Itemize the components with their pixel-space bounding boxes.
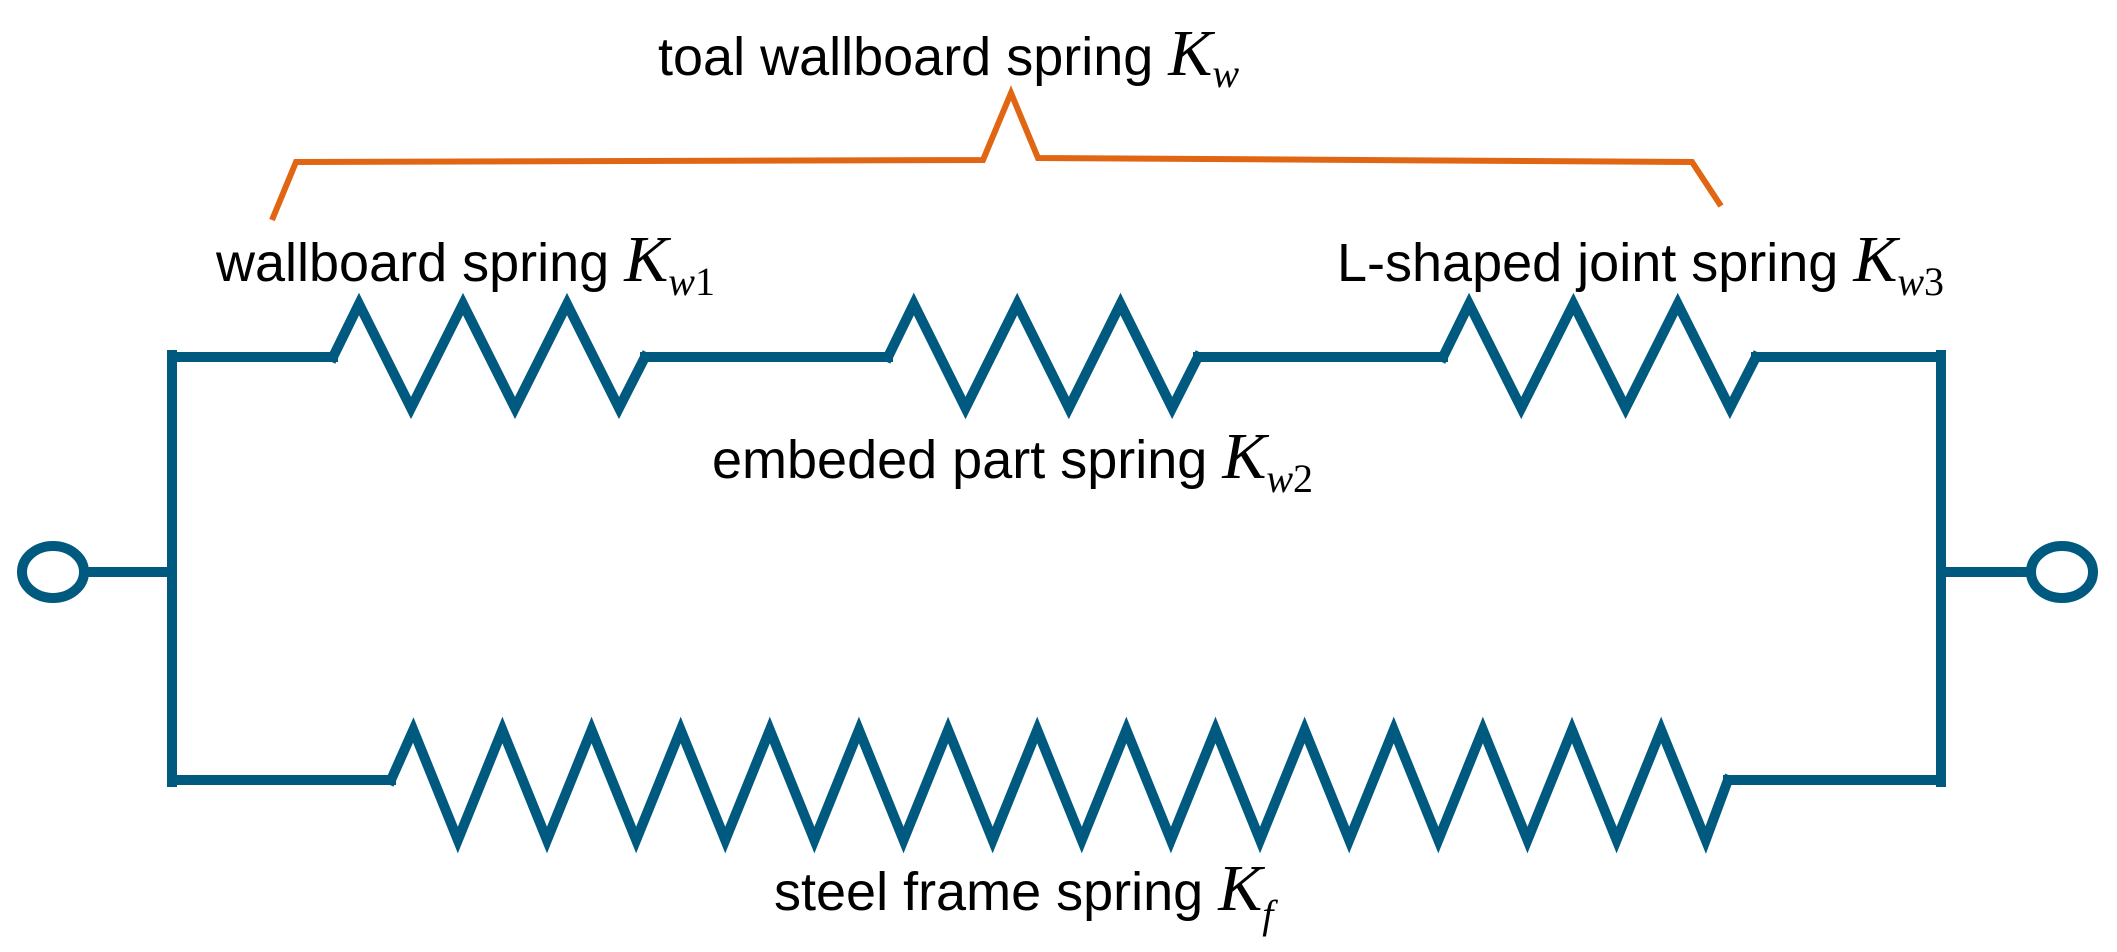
wallboard-spring-text: wallboard spring [215, 233, 624, 293]
total-wallboard-symbol: K [1167, 17, 1215, 90]
embedded-part-subscript-num: 2 [1293, 456, 1313, 501]
steel-frame-symbol: K [1217, 852, 1265, 925]
left-terminal [17, 541, 89, 603]
l-shaped-joint-subscript-num: 3 [1924, 259, 1944, 304]
wallboard-spring-subscript-num: 1 [695, 259, 715, 304]
embedded-part-subscript: w [1266, 456, 1293, 501]
l-shaped-joint-text: L-shaped joint spring [1337, 233, 1853, 293]
l-shaped-joint-symbol: K [1852, 223, 1900, 296]
right-terminal [2026, 541, 2098, 603]
total-wallboard-subscript: w [1212, 51, 1239, 96]
embedded-part-text: embeded part spring [712, 430, 1222, 490]
circuit-frame [17, 292, 2098, 854]
total-wallboard-text: toal wallboard spring [658, 27, 1168, 87]
wallboard-spring-subscript: w [668, 259, 695, 304]
total-wallboard-brace [269, 85, 1724, 222]
steel-frame-label: steel frame spring Kf [774, 852, 1278, 937]
l-shaped-joint-label: L-shaped joint spring Kw3 [1337, 223, 1944, 304]
steel-frame-text: steel frame spring [774, 862, 1218, 922]
l-shaped-joint-spring [1436, 292, 1763, 420]
total-wallboard-label: toal wallboard spring Kw [658, 17, 1239, 96]
wallboard-spring [326, 292, 652, 420]
wallboard-spring-symbol: K [623, 223, 671, 296]
steel-frame-spring [384, 716, 1735, 854]
embedded-part-symbol: K [1221, 420, 1269, 493]
l-shaped-joint-subscript: w [1897, 259, 1924, 304]
embedded-part-spring [881, 292, 1205, 420]
wallboard-spring-label: wallboard spring Kw1 [215, 223, 715, 304]
embedded-part-label: embeded part spring Kw2 [712, 420, 1313, 501]
steel-frame-subscript: f [1262, 892, 1278, 937]
